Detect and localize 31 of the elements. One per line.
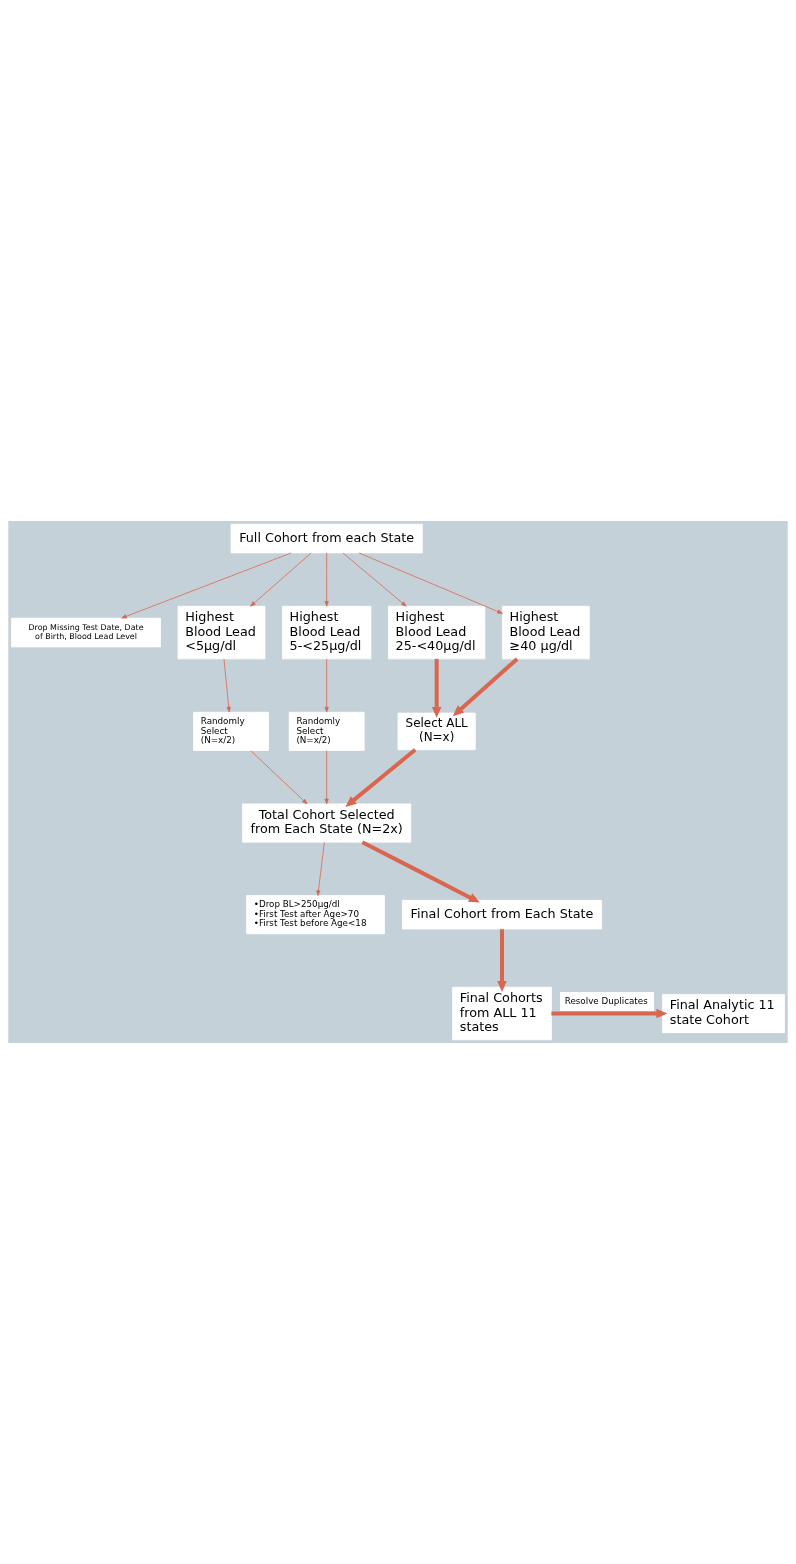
arrow [324,552,329,607]
edge-label: Resolve Duplicates [564,995,648,1006]
arrow [497,929,507,992]
node-box: •Drop BL>250µg/dl •First Test after Age>70 •First Test before Age<18 [246,895,385,935]
arrow [342,552,407,607]
node-box: Highest Blood Lead ≥40 µg/dl [502,605,590,660]
arrow [324,658,329,713]
node-box: Drop Missing Test Date, Date of Birth, Blood Lead Level [11,617,161,648]
node-box: Randomly Select (N=x/2) [288,711,365,751]
node-box: Final Analytic 11 state Cohort [662,994,785,1034]
node-box: Randomly Select (N=x/2) [193,711,269,751]
arrow [316,841,325,896]
node-box: Full Cohort from each State [230,523,423,554]
arrow [551,1008,668,1019]
arrow [250,552,312,607]
arrow [361,840,480,903]
node-box: Highest Blood Lead 5-<25µg/dl [282,605,372,660]
arrow [358,552,503,614]
arrow [223,658,231,713]
arrow [431,658,442,718]
arrow [121,552,292,619]
arrow [452,657,519,717]
node-box: Select ALL (N=x) [397,712,476,751]
arrow [345,748,417,807]
node-box: Highest Blood Lead <5µg/dl [177,605,266,660]
node-box: Final Cohort from Each State [402,899,602,930]
arrow [324,750,329,805]
arrow [250,750,308,805]
node-box: Total Cohort Selected from Each State (N=2x) [242,803,412,843]
node-box: Final Cohorts from ALL 11 states [452,986,552,1041]
node-box: Highest Blood Lead 25-<40µg/dl [388,605,486,660]
